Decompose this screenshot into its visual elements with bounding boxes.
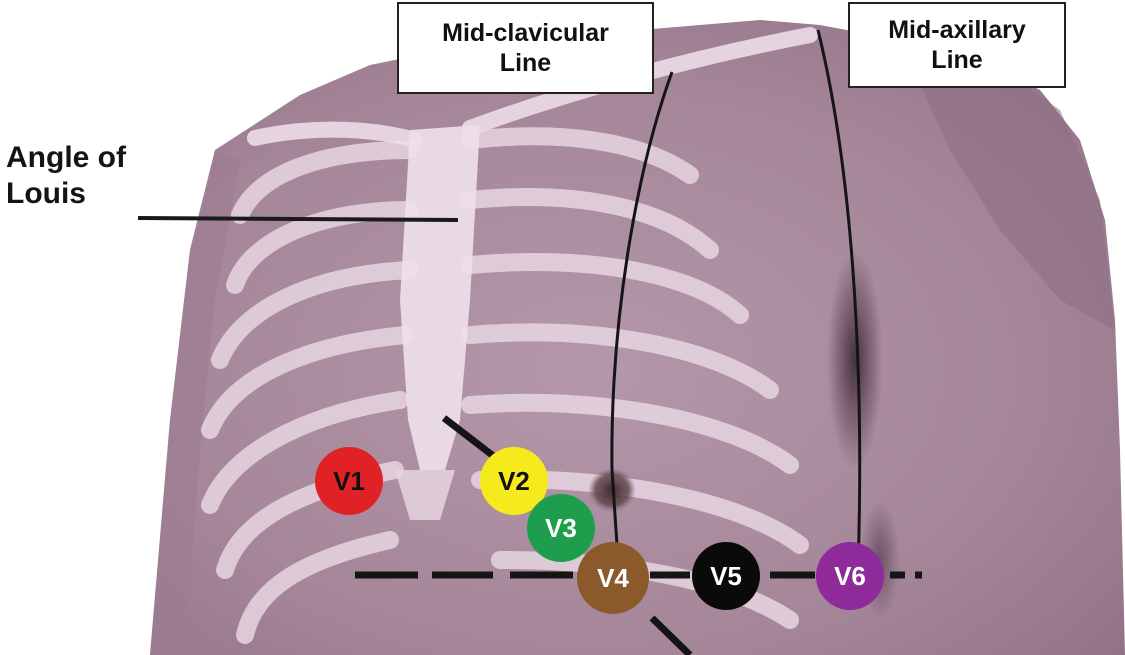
electrode-v3: V3 [527, 494, 595, 562]
mid-axillary-line-label-line2: Line [931, 45, 982, 75]
angle-of-louis-label: Angle of Louis [6, 140, 126, 212]
electrode-v4-label: V4 [597, 563, 629, 593]
angle-of-louis-label-line1: Angle of [6, 140, 126, 176]
electrode-v6-label: V6 [834, 561, 866, 591]
electrode-v5: V5 [692, 542, 760, 610]
mid-axillary-line-label: Mid-axillary Line [848, 2, 1066, 88]
electrode-v2-label: V2 [498, 466, 530, 496]
angle-of-louis-label-line2: Louis [6, 176, 126, 212]
electrode-v5-label: V5 [710, 561, 742, 591]
electrode-v1-label: V1 [333, 466, 365, 496]
electrode-v1: V1 [315, 447, 383, 515]
mid-clavicular-line-label-line2: Line [500, 48, 551, 78]
electrode-v3-label: V3 [545, 513, 577, 543]
mid-clavicular-line-label-line1: Mid-clavicular [442, 18, 609, 48]
electrode-v4: V4 [577, 542, 649, 614]
mid-axillary-line-label-line1: Mid-axillary [888, 15, 1026, 45]
electrode-v6: V6 [816, 542, 884, 610]
mid-clavicular-line-label: Mid-clavicular Line [397, 2, 654, 94]
angle-of-louis-pointer-line [138, 218, 458, 220]
